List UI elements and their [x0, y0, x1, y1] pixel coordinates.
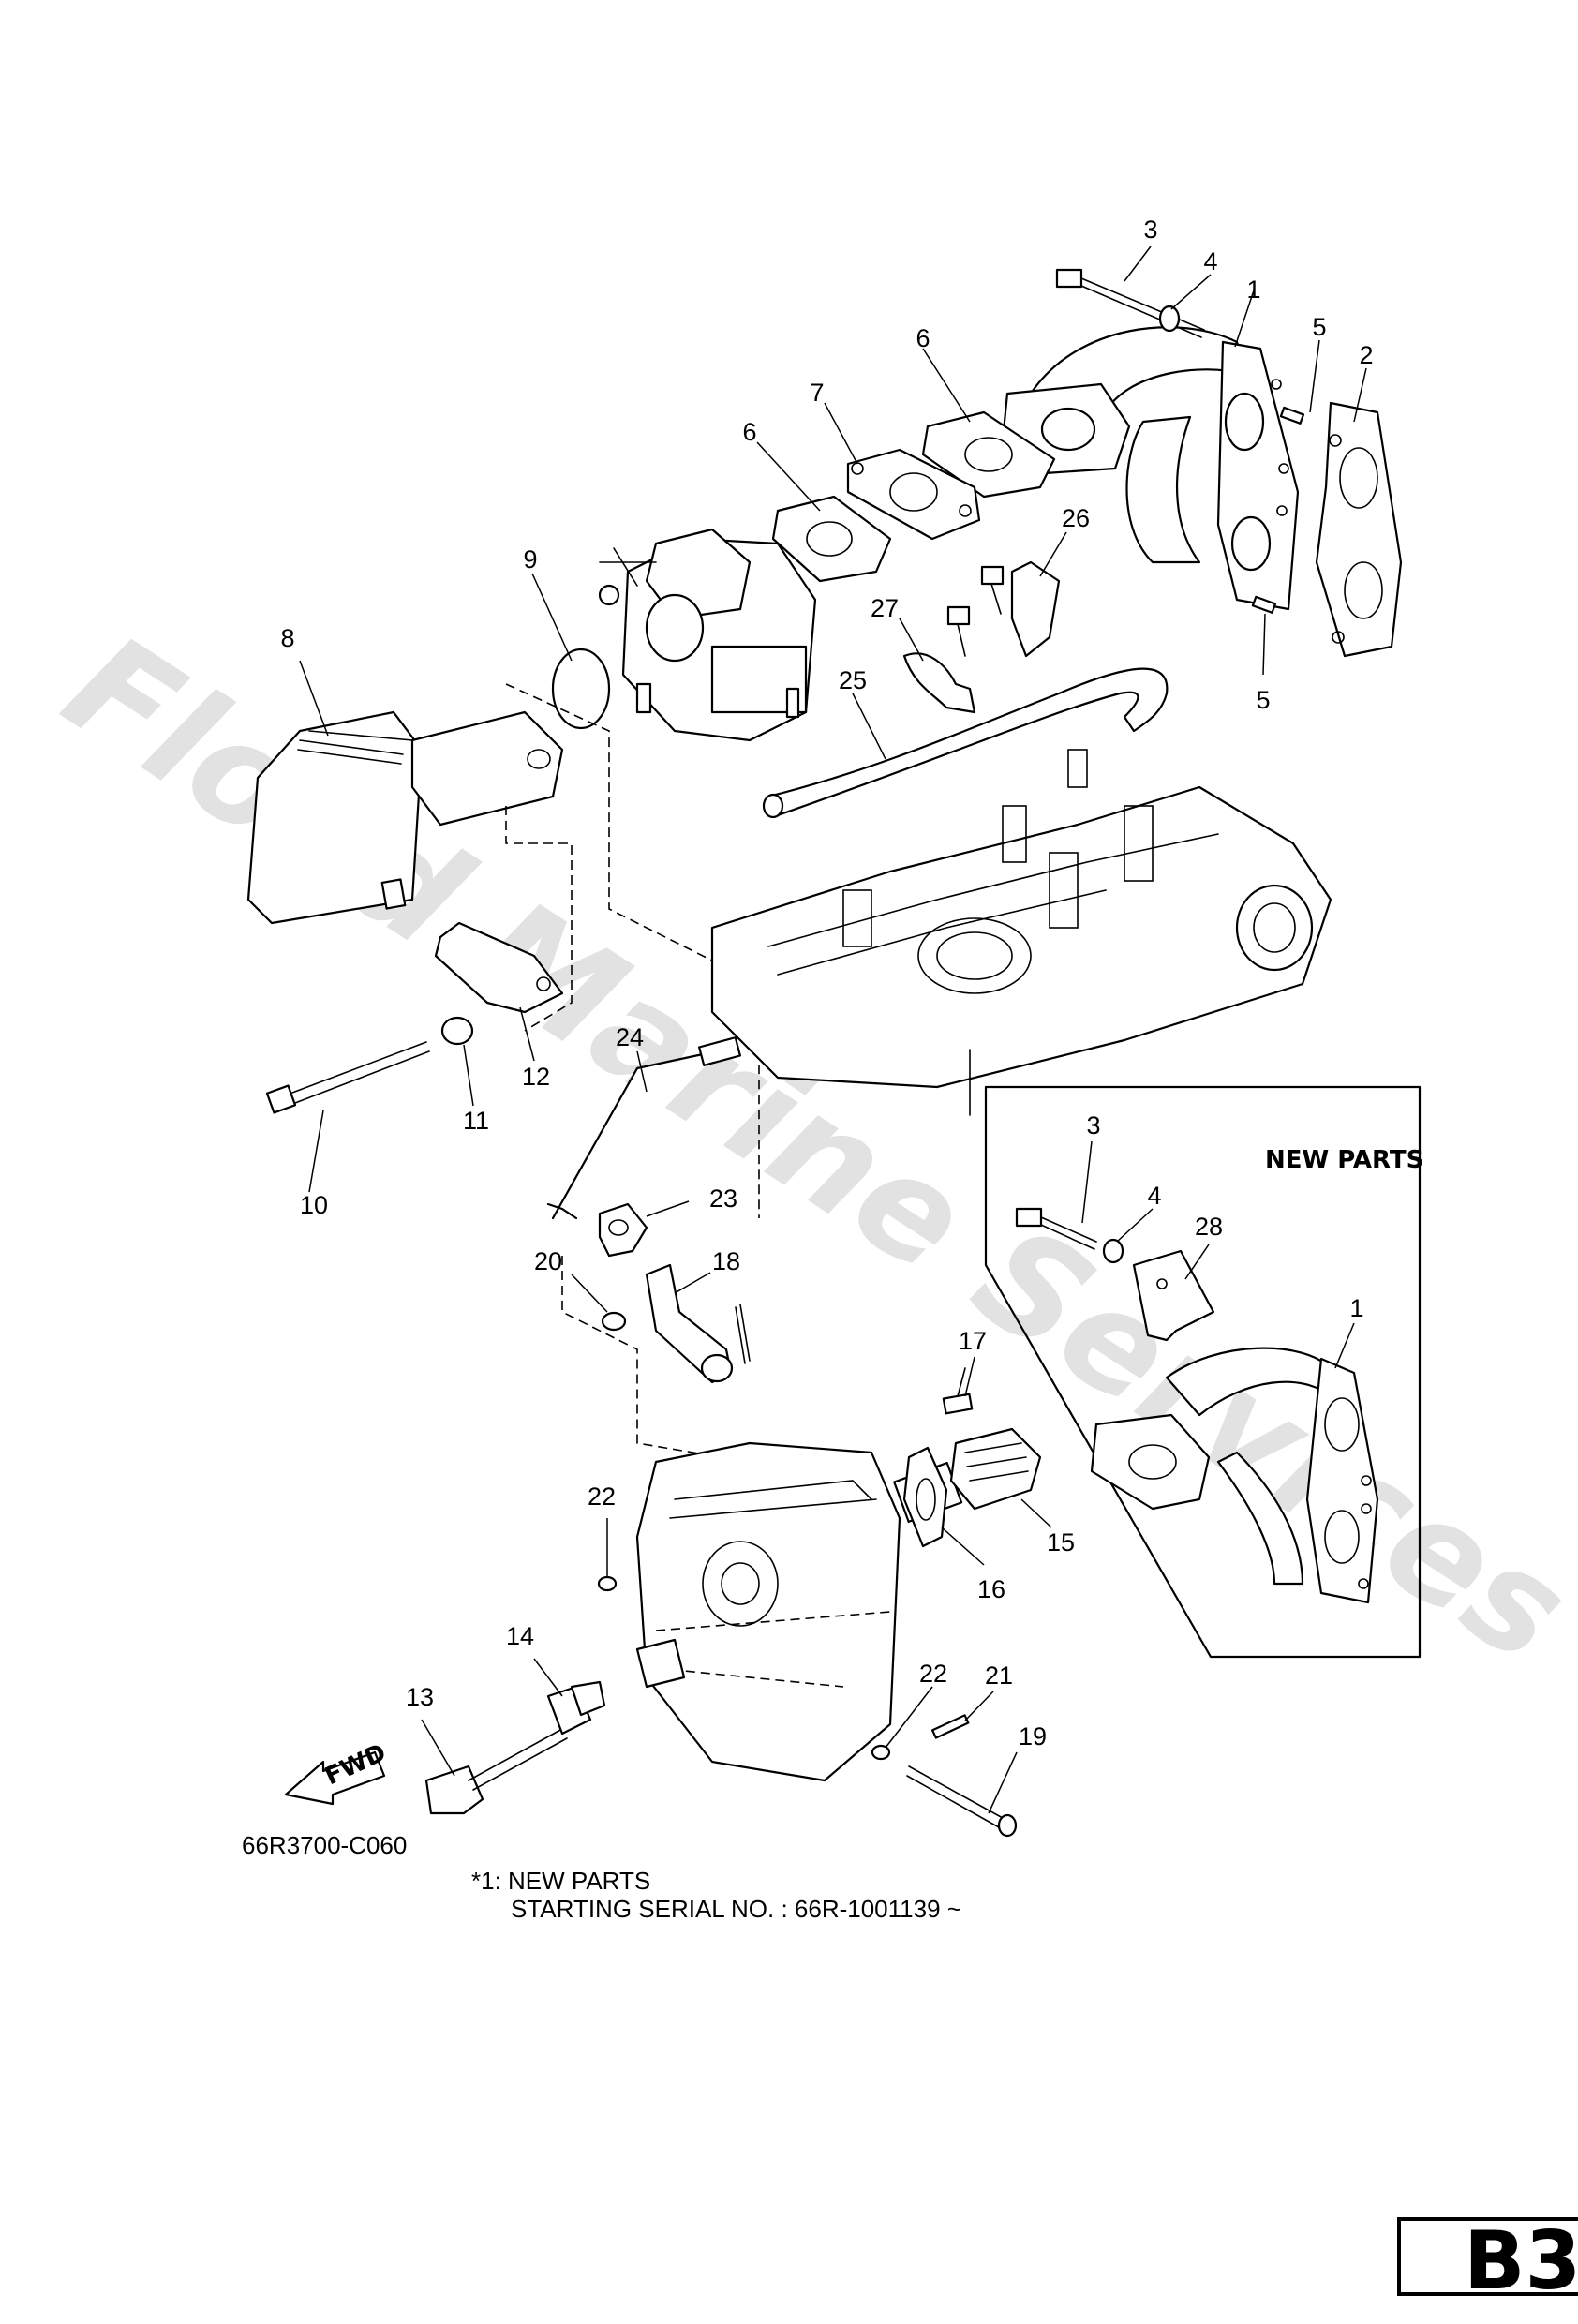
manifold-gasket	[1315, 401, 1403, 658]
callouts: 3 4 1 5 2 5 6 7 6 26 9 27 8 25 24 12 11 …	[280, 216, 1373, 1750]
callout-22-upper: 22	[588, 1482, 616, 1511]
joint-23	[598, 1202, 648, 1258]
washer-20	[601, 1311, 627, 1332]
new-washer-4	[1102, 1238, 1124, 1264]
callout-23: 23	[709, 1184, 737, 1213]
new-parts-box: NEW PARTS	[984, 1085, 1423, 1659]
callout-25: 25	[839, 666, 867, 694]
callout-14: 14	[506, 1622, 534, 1650]
footnote-line2: STARTING SERIAL NO. : 66R-1001139 ~	[511, 1895, 961, 1923]
callout-5-upper: 5	[1312, 313, 1326, 341]
callout-18: 18	[712, 1247, 740, 1275]
leader-lines	[299, 246, 1367, 1814]
pin-21	[930, 1714, 970, 1739]
callout-26: 26	[1062, 504, 1090, 532]
callout-9: 9	[523, 545, 537, 574]
callout-new-28: 28	[1195, 1213, 1223, 1241]
silencer-case	[635, 1441, 963, 1782]
callout-20: 20	[534, 1247, 562, 1275]
insulator-7	[846, 448, 981, 541]
o-ring-9	[551, 648, 611, 730]
callout-19: 19	[1019, 1722, 1047, 1750]
carburetor	[598, 528, 817, 742]
gasket-16	[902, 1446, 948, 1548]
callout-27: 27	[871, 594, 899, 622]
callout-6-upper: 6	[916, 324, 930, 352]
callout-17: 17	[959, 1327, 987, 1355]
gasket-6-lower	[771, 495, 892, 583]
plate-14	[546, 1680, 606, 1736]
bracket-12	[434, 921, 564, 1014]
callout-1: 1	[1246, 276, 1260, 304]
callout-13: 13	[406, 1683, 434, 1711]
callout-8: 8	[280, 624, 294, 652]
clip-26	[980, 560, 1061, 658]
fwd-arrow-icon: FWD	[284, 1738, 391, 1806]
grommet-11	[440, 1016, 474, 1046]
page-code-box: B3	[1397, 2214, 1578, 2308]
callout-16: 16	[977, 1575, 1005, 1603]
intake-silencer-8	[246, 710, 564, 925]
bolt-17	[942, 1367, 974, 1415]
washer-22b	[871, 1744, 891, 1761]
callout-12: 12	[522, 1063, 550, 1091]
dowel-pin-5b	[1251, 595, 1277, 614]
callout-2: 2	[1359, 341, 1373, 369]
engine-block	[710, 749, 1332, 1116]
callout-new-4: 4	[1147, 1182, 1161, 1210]
shaft-19	[906, 1765, 1018, 1838]
page-code: B3	[1464, 2214, 1578, 2308]
dowel-pin-5a	[1279, 406, 1305, 425]
bolt-10	[265, 1041, 430, 1114]
callout-15: 15	[1047, 1528, 1075, 1557]
grommet-15	[949, 1427, 1042, 1511]
callout-7: 7	[810, 379, 824, 407]
choke-knob-13	[424, 1728, 568, 1815]
callout-22-lower: 22	[919, 1660, 947, 1688]
assembly-line-a	[505, 683, 760, 1218]
lever-18	[645, 1263, 751, 1384]
callout-10: 10	[300, 1191, 328, 1219]
callout-24: 24	[616, 1023, 644, 1051]
callout-5-lower: 5	[1256, 686, 1270, 714]
callout-11: 11	[463, 1107, 489, 1135]
callout-new-3: 3	[1086, 1111, 1100, 1140]
clip-27	[902, 605, 976, 714]
callout-6-lower: 6	[742, 418, 756, 446]
new-bolt-3	[1015, 1207, 1097, 1250]
footnote-line1: *1: NEW PARTS	[471, 1867, 650, 1895]
washer-4	[1158, 305, 1181, 333]
link-rod-24	[546, 1036, 742, 1220]
new-bracket-28	[1132, 1249, 1215, 1342]
new-parts-title: NEW PARTS	[1265, 1146, 1423, 1174]
fuel-hose-25	[762, 667, 1169, 819]
callout-21: 21	[985, 1661, 1013, 1690]
bolt-3	[1055, 268, 1205, 338]
callout-3: 3	[1143, 216, 1157, 244]
gasket-6-upper	[921, 410, 1056, 499]
new-manifold-1	[1090, 1347, 1379, 1604]
washer-22a	[597, 1575, 618, 1592]
callout-4: 4	[1203, 247, 1217, 276]
diagram-code: 66R3700-C060	[242, 1831, 407, 1859]
callout-new-1: 1	[1349, 1294, 1363, 1322]
